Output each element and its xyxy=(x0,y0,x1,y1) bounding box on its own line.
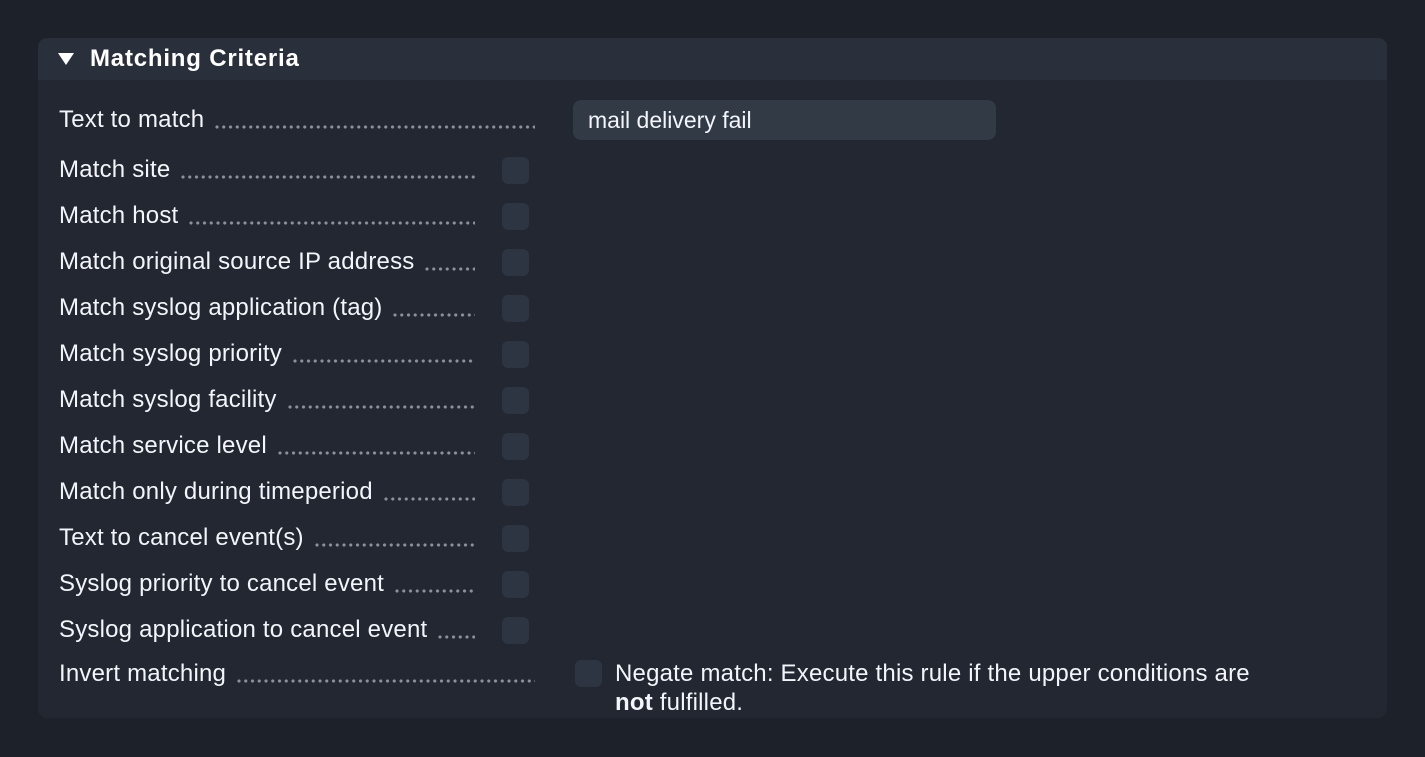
dotted-leader xyxy=(395,589,475,593)
field-label-area: Match syslog application (tag) xyxy=(59,294,475,322)
row-match-syslog-application-tag: Match syslog application (tag) xyxy=(38,285,1387,331)
field-label-area: Match syslog priority xyxy=(59,340,475,368)
invert-matching-description: Negate match: Execute this rule if the u… xyxy=(615,659,1265,717)
field-label-area: Match syslog facility xyxy=(59,386,475,414)
field-label: Syslog priority to cancel event xyxy=(59,570,385,597)
dotted-leader xyxy=(438,635,475,639)
row-match-host: Match host xyxy=(38,193,1387,239)
field-label: Syslog application to cancel event xyxy=(59,616,428,643)
row-invert-matching: Invert matching Negate match: Execute th… xyxy=(38,653,1387,717)
checkbox-match-syslog-application-tag[interactable] xyxy=(502,294,529,322)
field-label-area: Match host xyxy=(59,202,475,230)
text-to-match-label: Text to match xyxy=(59,106,205,133)
field-label: Match syslog priority xyxy=(59,340,282,367)
dotted-leader xyxy=(393,313,475,317)
row-match-site: Match site xyxy=(38,147,1387,193)
dotted-leader xyxy=(189,221,475,225)
field-label: Text to cancel event(s) xyxy=(59,524,304,551)
field-label: Match service level xyxy=(59,432,267,459)
checkbox-match-original-source-ip-address[interactable] xyxy=(502,248,529,276)
checkbox-rows-group: Match site Match host Match original sou… xyxy=(38,147,1387,653)
field-label-area: Invert matching xyxy=(59,659,535,688)
field-label: Match syslog facility xyxy=(59,386,277,413)
description-text: Negate match: Execute this rule if the u… xyxy=(615,660,1250,687)
row-match-syslog-priority: Match syslog priority xyxy=(38,331,1387,377)
field-label-area: Match service level xyxy=(59,432,475,460)
checkbox-match-site[interactable] xyxy=(502,156,529,184)
field-label-area: Syslog application to cancel event xyxy=(59,616,475,644)
field-label: Match original source IP address xyxy=(59,248,415,275)
row-match-only-during-timeperiod: Match only during timeperiod xyxy=(38,469,1387,515)
text-to-match-input[interactable] xyxy=(573,100,996,140)
checkbox-syslog-application-to-cancel-event[interactable] xyxy=(502,616,529,644)
dotted-leader xyxy=(215,125,535,129)
section-title: Matching Criteria xyxy=(90,45,300,72)
field-label-area: Match only during timeperiod xyxy=(59,478,475,506)
checkbox-match-service-level[interactable] xyxy=(502,432,529,460)
row-match-original-source-ip-address: Match original source IP address xyxy=(38,239,1387,285)
dotted-leader xyxy=(314,543,475,547)
field-label-area: Match site xyxy=(59,156,475,184)
section-body: Text to match Match site Match host Matc… xyxy=(38,100,1387,717)
row-text-to-cancel-event-s: Text to cancel event(s) xyxy=(38,515,1387,561)
field-label: Match host xyxy=(59,202,179,229)
section-header[interactable]: Matching Criteria xyxy=(38,38,1387,80)
checkbox-match-host[interactable] xyxy=(502,202,529,230)
description-bold-text: not xyxy=(615,689,653,716)
field-label-area: Text to match xyxy=(59,106,535,134)
checkbox-text-to-cancel-event-s[interactable] xyxy=(502,524,529,552)
invert-matching-label: Invert matching xyxy=(59,659,227,687)
checkbox-syslog-priority-to-cancel-event[interactable] xyxy=(502,570,529,598)
field-label: Match site xyxy=(59,156,171,183)
checkbox-match-syslog-facility[interactable] xyxy=(502,386,529,414)
dotted-leader xyxy=(292,359,475,363)
row-syslog-priority-to-cancel-event: Syslog priority to cancel event xyxy=(38,561,1387,607)
checkbox-invert-matching[interactable] xyxy=(575,660,602,687)
field-label-area: Syslog priority to cancel event xyxy=(59,570,475,598)
row-match-service-level: Match service level xyxy=(38,423,1387,469)
matching-criteria-section: Matching Criteria Text to match Match si… xyxy=(38,38,1387,718)
row-text-to-match: Text to match xyxy=(38,100,1387,140)
dotted-leader xyxy=(383,497,475,501)
collapse-triangle-icon[interactable] xyxy=(58,53,74,65)
dotted-leader xyxy=(287,405,475,409)
field-label-area: Match original source IP address xyxy=(59,248,475,276)
dotted-leader xyxy=(237,678,535,683)
dotted-leader xyxy=(425,267,475,271)
row-match-syslog-facility: Match syslog facility xyxy=(38,377,1387,423)
dotted-leader xyxy=(181,175,475,179)
dotted-leader xyxy=(277,451,475,455)
row-syslog-application-to-cancel-event: Syslog application to cancel event xyxy=(38,607,1387,653)
description-text: fulfilled. xyxy=(652,689,744,716)
field-label: Match syslog application (tag) xyxy=(59,294,383,321)
checkbox-match-only-during-timeperiod[interactable] xyxy=(502,478,529,506)
checkbox-match-syslog-priority[interactable] xyxy=(502,340,529,368)
field-label: Match only during timeperiod xyxy=(59,478,373,505)
field-label-area: Text to cancel event(s) xyxy=(59,524,475,552)
